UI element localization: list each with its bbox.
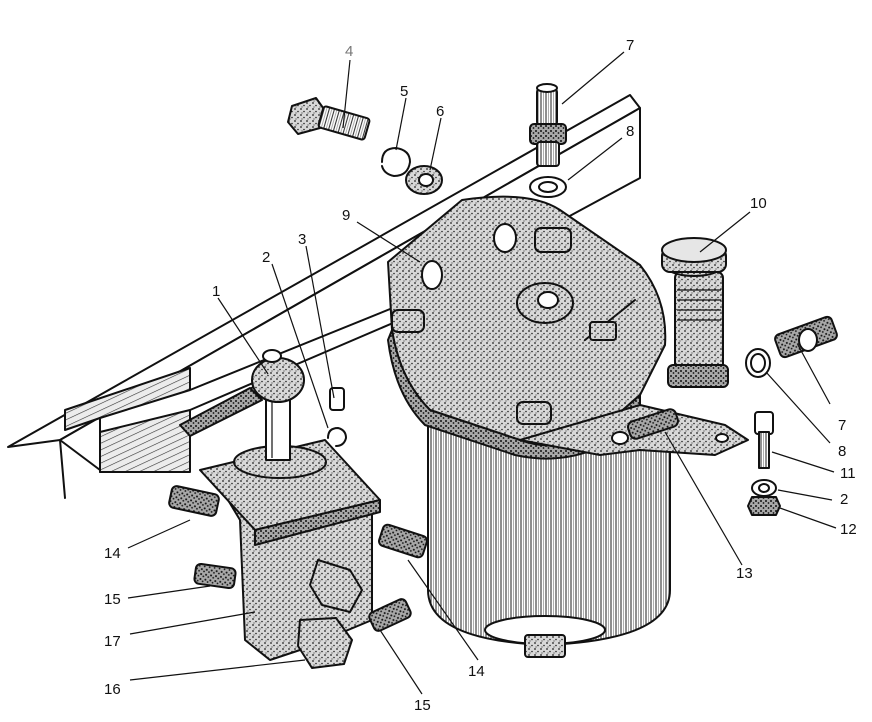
callout-10: 10 [750, 195, 767, 212]
callout-9: 9 [342, 207, 350, 224]
leader-lines [127, 51, 837, 695]
callout-7-right: 7 [838, 417, 846, 434]
callouts: 1 2 2 3 4 5 6 7 7 8 8 9 10 11 12 13 14 1… [104, 37, 857, 714]
callout-6: 6 [436, 103, 444, 120]
callout-15-bottom: 15 [414, 697, 431, 714]
right-hardware [745, 315, 838, 516]
callout-11: 11 [840, 465, 856, 482]
callout-14-left: 14 [104, 545, 121, 562]
callout-15-left: 15 [104, 591, 121, 608]
callout-12: 12 [840, 521, 857, 538]
callout-8-top: 8 [626, 123, 634, 140]
callout-1: 1 [212, 283, 220, 300]
callout-17: 17 [104, 633, 121, 650]
top-hardware [287, 83, 567, 198]
callout-13: 13 [736, 565, 753, 582]
clamp-strap [519, 404, 749, 456]
callout-2-left: 2 [262, 249, 270, 266]
priming-pump [661, 237, 729, 388]
callout-7-top: 7 [626, 37, 634, 54]
callout-4: 4 [345, 43, 353, 60]
filter-head [387, 195, 667, 460]
callout-5: 5 [400, 83, 408, 100]
callout-2-right: 2 [840, 491, 848, 508]
callout-16: 16 [104, 681, 121, 698]
callout-3: 3 [298, 231, 306, 248]
callout-14-bottom: 14 [468, 663, 485, 680]
callout-8-right: 8 [838, 443, 846, 460]
valve-manifold [168, 349, 428, 669]
